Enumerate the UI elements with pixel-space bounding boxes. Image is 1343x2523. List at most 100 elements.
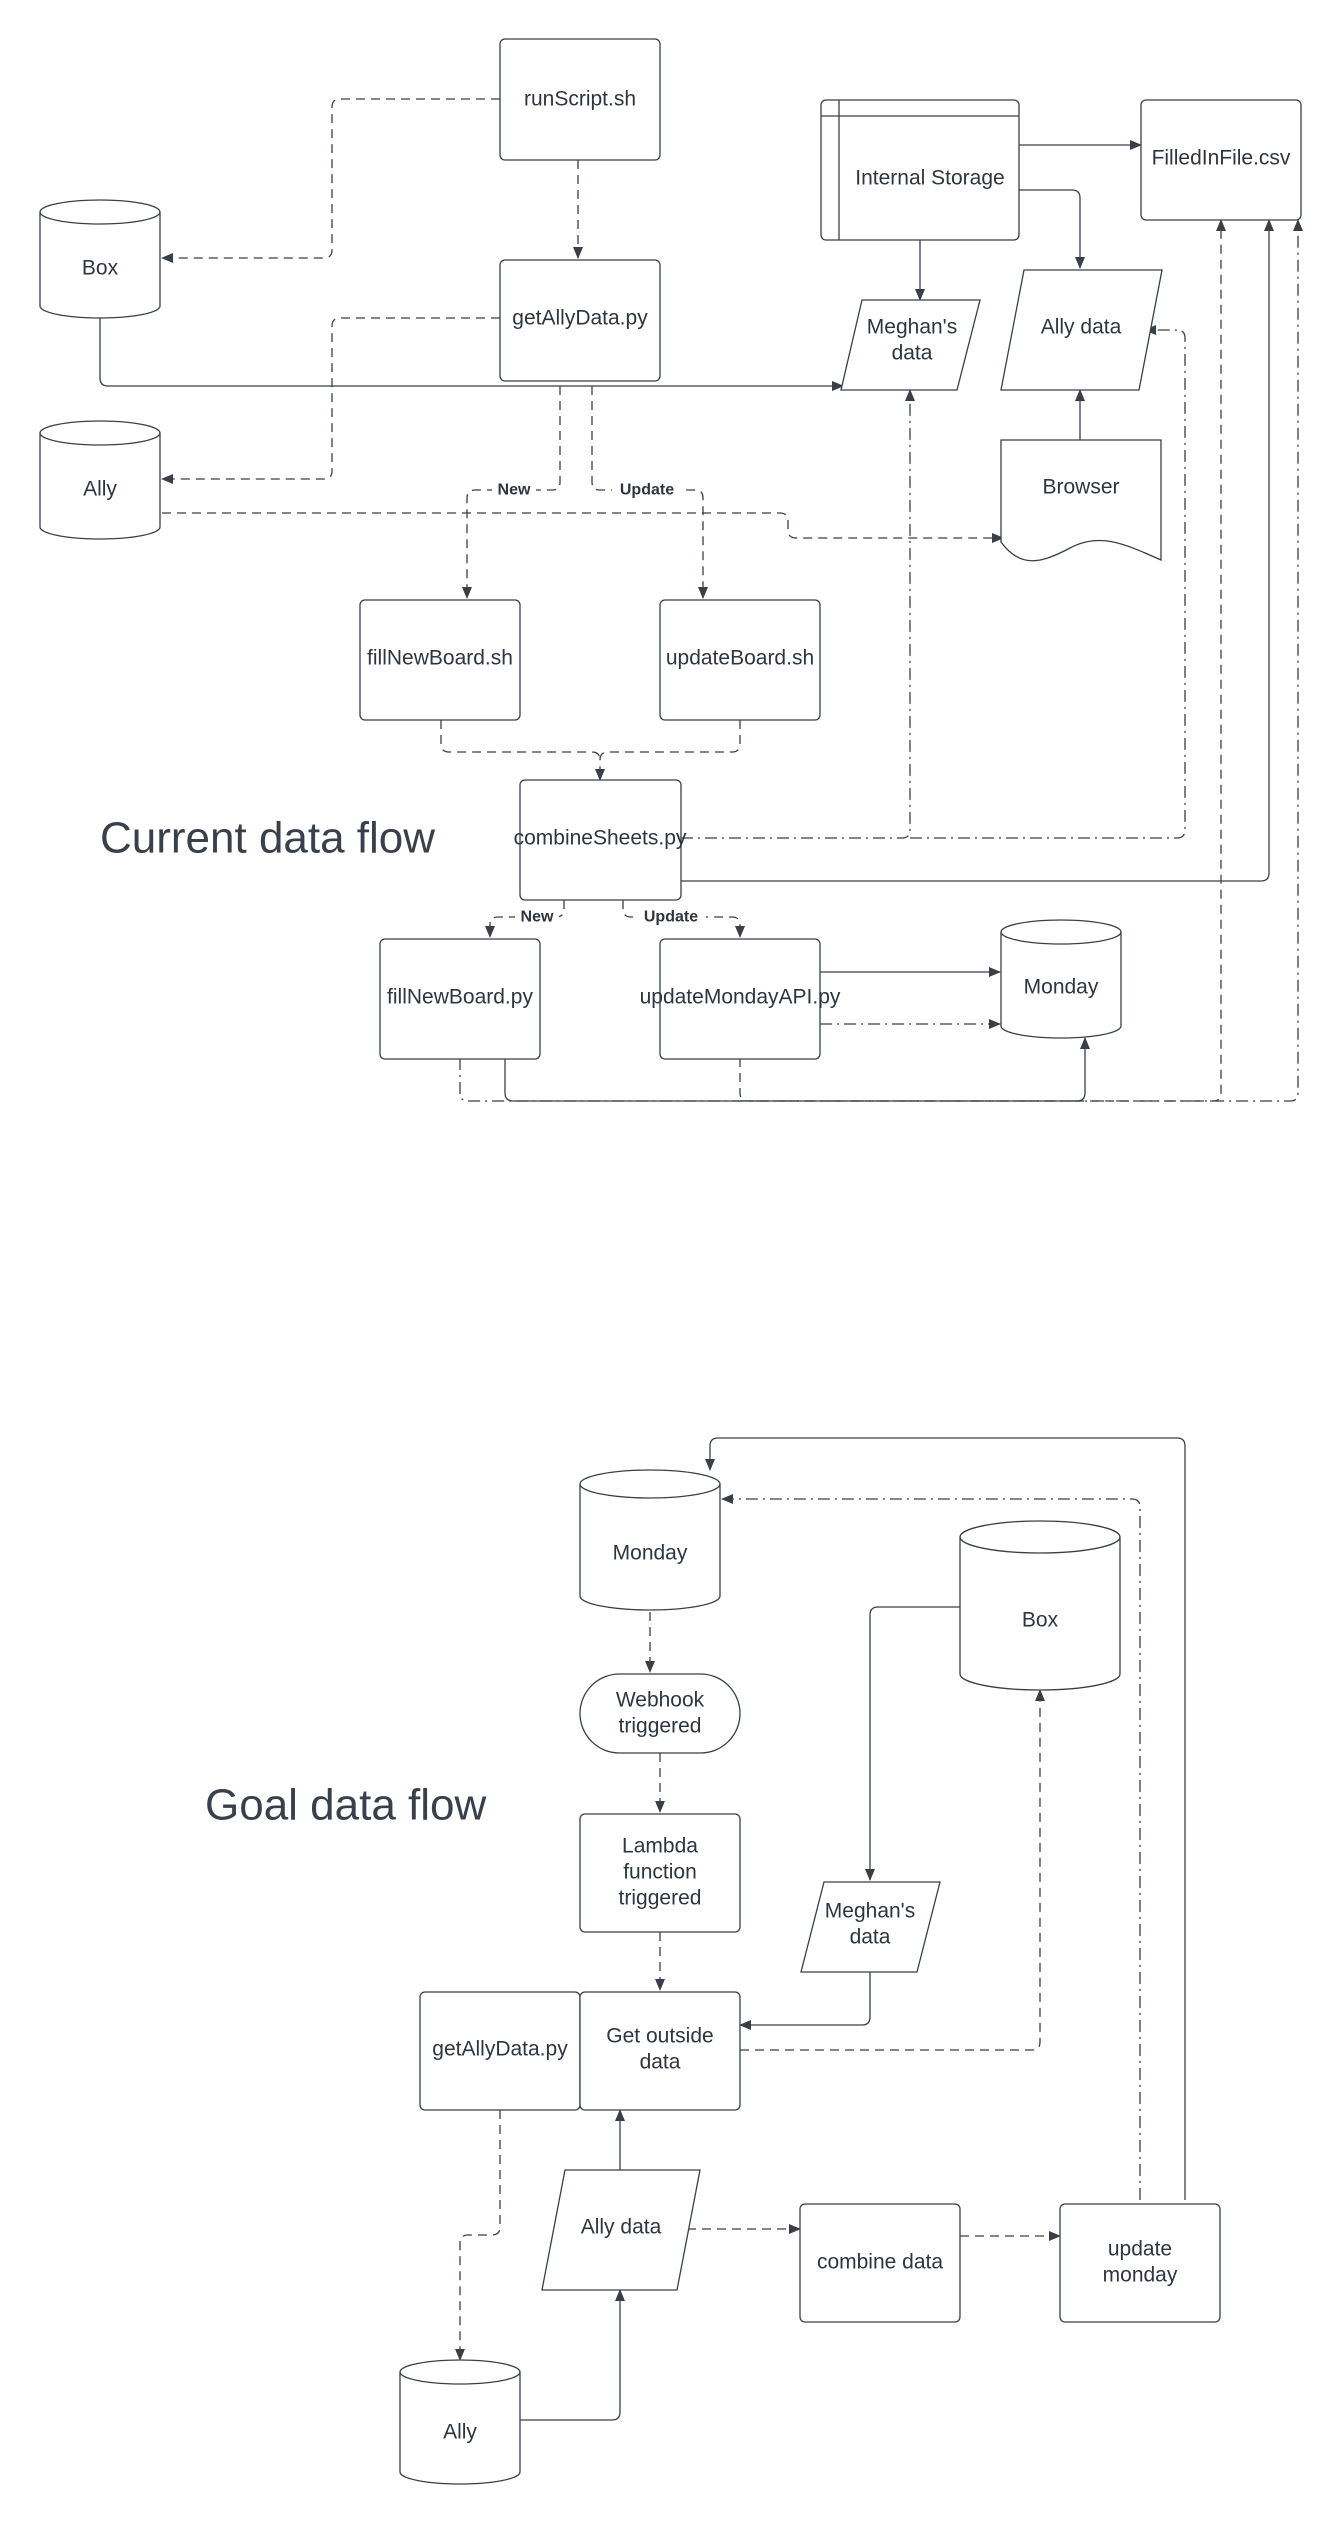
node-label-line: Lambda [622,1835,698,1858]
node-label-line: Ally [83,478,117,501]
node-fillnewboard-py[interactable]: fillNewBoard.py [379,938,541,1060]
node-label-line: getAllyData.py [512,307,648,330]
title-current-data-flow: Current data flow [100,814,435,863]
svg-text:updateBoard.sh: updateBoard.sh [666,647,814,670]
edge-updatemondayapi-to-filledinfile [739,219,1226,1102]
node-ally[interactable]: Ally [39,420,161,540]
title-goal-data-flow: Goal data flow [205,1781,486,1830]
svg-text:Monday: Monday [613,1542,688,1565]
node-label-line: updateMondayAPI.py [640,986,841,1009]
node-goal-getallydata[interactable]: getAllyData.py [419,1991,581,2111]
edge-label-new-2: New [521,909,554,926]
svg-text:combine data: combine data [817,2251,943,2274]
node-label-line: updateBoard.sh [666,647,814,670]
edge-combinesheets-to-meghans-data [681,389,915,839]
svg-text:fillNewBoard.sh: fillNewBoard.sh [367,647,513,670]
svg-text:getAllyData.py: getAllyData.py [512,307,648,330]
edge-meghans-data-to-get-outside-data [739,1972,871,2030]
svg-text:updateMondayAPI.py: updateMondayAPI.py [640,986,841,1009]
edge-box-to-meghans-data [865,1606,960,1881]
edge-get-outside-data-to-box [740,1689,1045,2051]
edge-label-update-2: Update [644,909,698,926]
node-ally-data[interactable]: Ally data [1000,269,1163,391]
edge-combinesheets-to-filledinfile [681,219,1274,882]
node-label-line: runScript.sh [524,88,636,111]
node-goal-ally-data[interactable]: Ally data [541,2169,701,2291]
svg-text:Box: Box [1022,1609,1059,1632]
node-label-line: monday [1103,2264,1178,2287]
svg-text:combineSheets.py: combineSheets.py [514,827,687,850]
node-label-line: fillNewBoard.py [387,986,533,1009]
edge-getallydata-to-ally [161,317,500,484]
node-browser[interactable]: Browser [1000,439,1162,562]
node-label-line: Meghan's [825,1900,915,1923]
svg-text:Ally data: Ally data [581,2216,662,2239]
node-label-line: Internal Storage [855,167,1004,190]
node-goal-ally[interactable]: Ally [399,2359,521,2485]
node-label-line: Box [1022,1609,1059,1632]
node-goal-update-monday[interactable]: update monday [1059,2203,1221,2323]
edge-label-new-1: New [498,482,531,499]
node-goal-combine-data[interactable]: combine data [799,2203,961,2323]
edge-updateboard-sh-to-combinesheets [595,720,741,781]
edge-box-to-meghans-data [99,318,844,391]
current-flow-nodes: runScript.sh Box getAllyData.py Ally Int… [39,38,1302,1060]
node-label-line: update [1108,2238,1172,2261]
svg-text:Ally: Ally [443,2421,477,2444]
node-label-line: Monday [613,1542,688,1565]
node-label-line: fillNewBoard.sh [367,647,513,670]
node-label-line: Box [82,257,119,280]
node-updateboard-sh[interactable]: updateBoard.sh [659,599,821,721]
current-flow-edge-labels: New Update New Update [492,479,706,928]
current-flow-edges [99,98,1303,1102]
node-label-line: Ally data [1041,316,1122,339]
svg-text:Ally: Ally [83,478,117,501]
svg-text:Browser: Browser [1042,476,1119,499]
svg-text:FilledInFile.csv: FilledInFile.csv [1152,147,1291,170]
node-label-line: function [623,1861,697,1884]
edge-internal-storage-to-ally-data [1019,189,1085,269]
node-internal-storage[interactable]: Internal Storage [820,99,1020,241]
node-label-line: Webhook [616,1689,705,1712]
node-runscript[interactable]: runScript.sh [499,38,661,161]
node-fillnewboard-sh[interactable]: fillNewBoard.sh [359,599,521,721]
edge-ally-to-browser [162,512,1004,543]
node-label-line: data [850,1926,891,1949]
node-label-line: FilledInFile.csv [1152,147,1291,170]
svg-text:Monday: Monday [1024,976,1099,999]
node-goal-meghans-data[interactable]: Meghan's data [800,1881,941,1973]
svg-text:fillNewBoard.py: fillNewBoard.py [387,986,533,1009]
node-label-line: combineSheets.py [514,827,687,850]
node-goal-box[interactable]: Box [959,1520,1121,1691]
svg-text:Box: Box [82,257,119,280]
edge-update-monday-to-monday [705,1437,1186,2200]
svg-text:Internal Storage: Internal Storage [855,167,1004,190]
node-box[interactable]: Box [39,199,161,319]
edge-update-monday-to-monday-dashdot [721,1494,1141,2200]
node-getallydata[interactable]: getAllyData.py [499,259,661,382]
edge-label-update-1: Update [620,482,674,499]
node-monday[interactable]: Monday [1000,919,1122,1039]
node-filledinfile[interactable]: FilledInFile.csv [1140,99,1302,221]
edge-fillnewboard-py-to-filledinfile [459,219,1303,1102]
node-label-line: combine data [817,2251,943,2274]
svg-text:Ally data: Ally data [1041,316,1122,339]
edge-fillnewboard-sh-to-combinesheets [440,720,601,761]
node-label-line: Browser [1042,476,1119,499]
edge-getallydata-new-to-fillnewboard-sh [462,386,561,599]
node-updatemondayapi[interactable]: updateMondayAPI.py [640,938,841,1060]
node-goal-monday[interactable]: Monday [579,1469,721,1611]
node-combinesheets[interactable]: combineSheets.py [514,779,687,901]
node-label-line: Get outside [606,2025,713,2048]
